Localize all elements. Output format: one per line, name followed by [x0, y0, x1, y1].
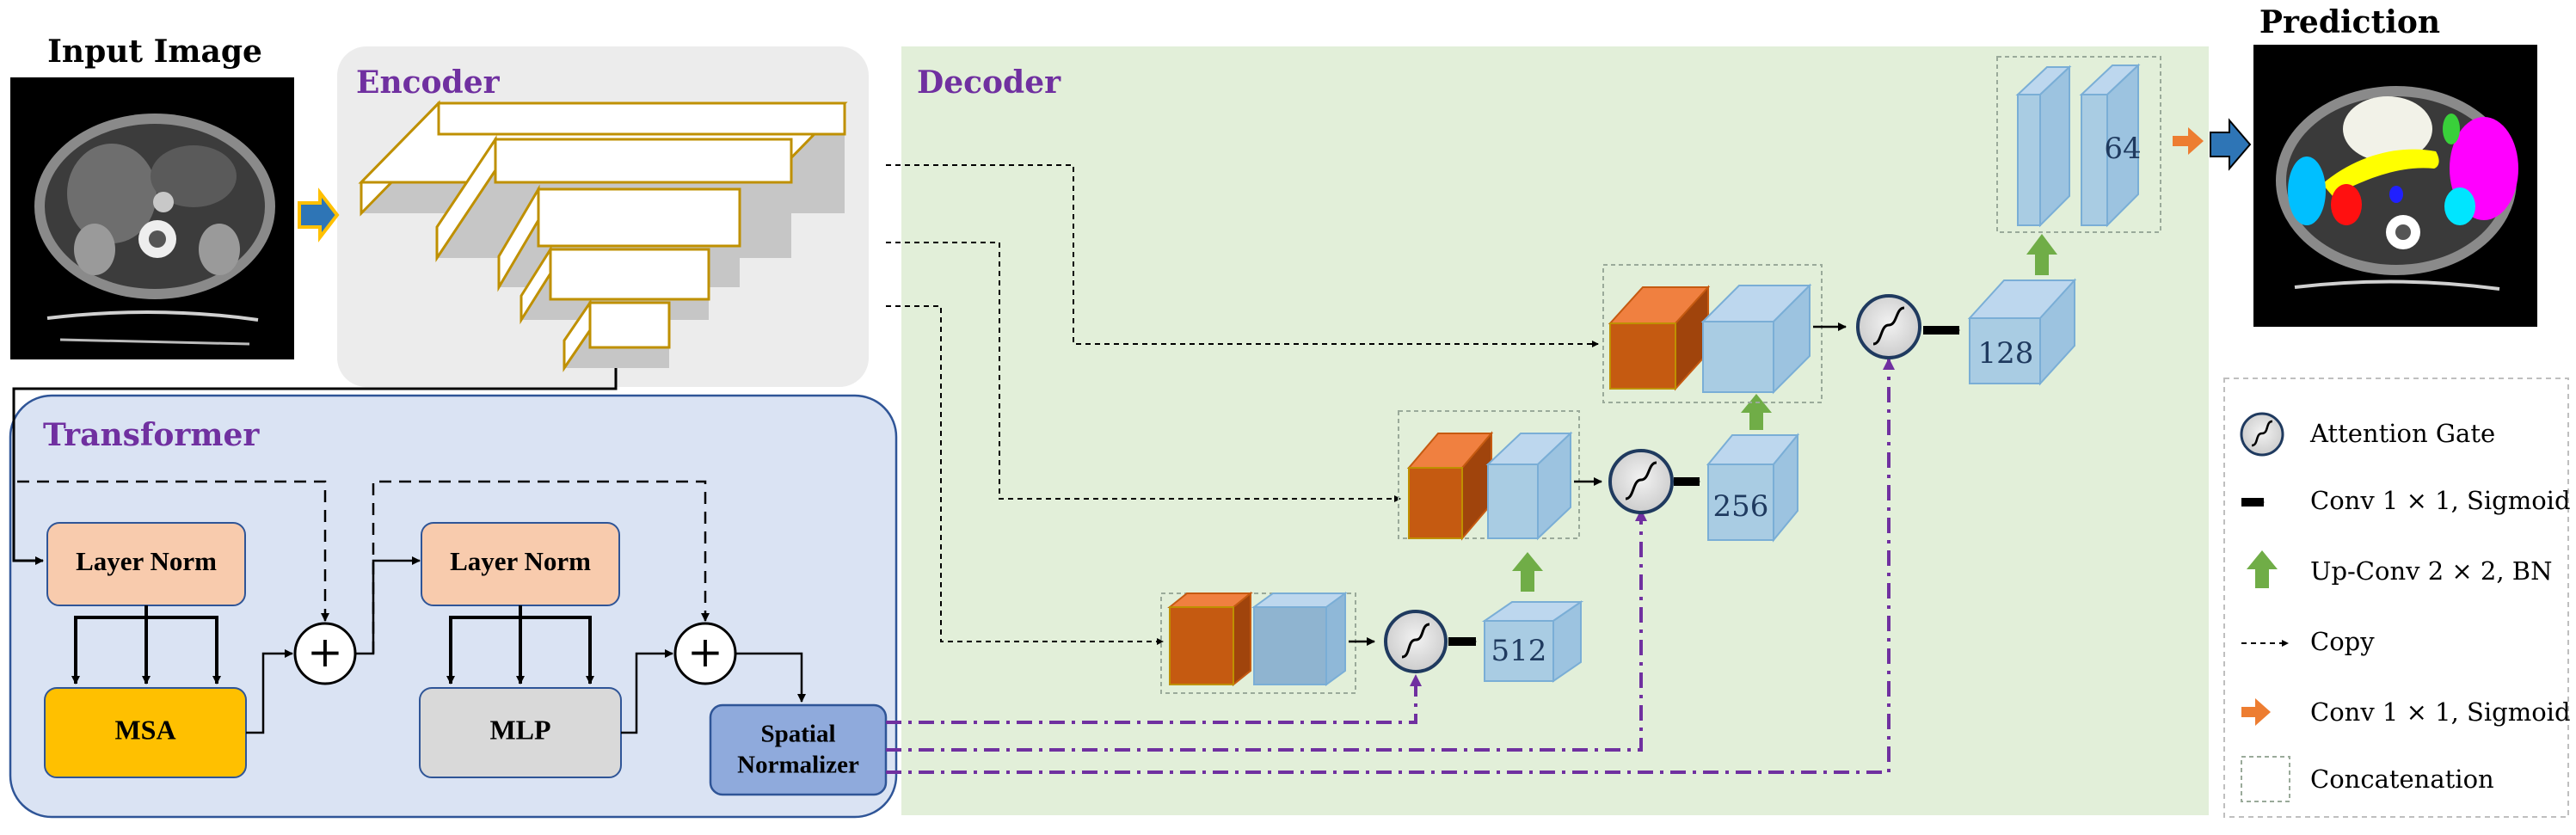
svg-text:512: 512 [1491, 634, 1547, 668]
svg-text:Concatenation: Concatenation [2310, 764, 2494, 794]
legend-up-conv: Up-Conv 2 × 2, BN [2247, 550, 2553, 588]
legend-attention-gate: Attention Gate [2240, 412, 2495, 457]
attention-gate-3 [1856, 294, 1921, 359]
concat-group-1 [1160, 592, 1356, 694]
skip-connections [886, 164, 1599, 645]
decoder-panel [901, 46, 2209, 815]
input-ct-image [10, 77, 294, 359]
prediction-image [2253, 45, 2537, 327]
decoder-title: Decoder [917, 64, 1061, 101]
spatial-normalizer-block [709, 703, 888, 796]
prediction-title: Prediction [2259, 4, 2440, 40]
feature-blue-3 [1700, 283, 1812, 395]
encoder-blocks [358, 100, 848, 372]
legend-box [2223, 378, 2569, 818]
svg-text:Up-Conv 2 × 2, BN: Up-Conv 2 × 2, BN [2310, 556, 2553, 586]
svg-text:Layer Norm: Layer Norm [450, 546, 591, 576]
legend-conv-sigmoid-black: Conv 1 × 1, Sigmoid [2241, 486, 2571, 515]
svg-text:256: 256 [1713, 489, 1769, 524]
svg-text:Attention Gate: Attention Gate [2309, 419, 2495, 448]
svg-text:Copy: Copy [2310, 627, 2375, 656]
output-to-prediction-arrow [2210, 118, 2252, 171]
encoder-title: Encoder [356, 64, 501, 101]
svg-text:MSA: MSA [114, 714, 175, 745]
concat-group-3 [1602, 264, 1823, 403]
attention-gate-2 [1608, 449, 1674, 514]
svg-text:+: + [687, 627, 723, 677]
legend-concatenation: Concatenation [2241, 756, 2494, 802]
output-conv-arrow [2173, 127, 2204, 155]
concat-group-4 [1996, 56, 2161, 233]
feature-blue-1 [1251, 592, 1349, 686]
feature-orange-2 [1406, 431, 1494, 541]
input-image-title: Input Image [47, 34, 262, 70]
encoder-to-transformer-line [12, 368, 618, 565]
feature-64-right: 64 [2079, 63, 2142, 228]
svg-text:MLP: MLP [489, 714, 550, 745]
attention-gate-1 [1384, 610, 1448, 673]
svg-text:64: 64 [2104, 132, 2141, 166]
legend-conv-sigmoid-orange: Conv 1 × 1, Sigmoid [2241, 697, 2571, 727]
svg-text:+: + [307, 627, 343, 677]
legend-copy: Copy [2241, 627, 2375, 656]
feature-512: 512 [1481, 600, 1584, 683]
svg-text:Spatial: Spatial [760, 721, 835, 748]
input-to-encoder-arrow [298, 187, 340, 243]
svg-text:128: 128 [1978, 336, 2034, 371]
feature-64-left [2015, 64, 2072, 228]
svg-text:Layer Norm: Layer Norm [76, 546, 217, 576]
spatial-normalizer-to-attention-lines [886, 358, 1895, 774]
feature-blue-2 [1485, 431, 1573, 541]
transformer-block: Layer Norm MSA + Layer Norm MLP + [17, 480, 888, 796]
svg-text:Normalizer: Normalizer [737, 752, 859, 779]
feature-256: 256 [1706, 433, 1800, 543]
feature-orange-1 [1167, 591, 1253, 687]
up-conv-arrow-1 [1512, 552, 1543, 592]
transformer-title: Transformer [43, 417, 260, 453]
svg-text:Conv 1 × 1, Sigmoid: Conv 1 × 1, Sigmoid [2310, 697, 2571, 727]
up-conv-arrow-2 [1741, 394, 1772, 430]
svg-text:Conv 1 × 1, Sigmoid: Conv 1 × 1, Sigmoid [2310, 486, 2571, 515]
feature-128: 128 [1967, 278, 2077, 386]
up-conv-arrow-3 [2026, 234, 2057, 275]
